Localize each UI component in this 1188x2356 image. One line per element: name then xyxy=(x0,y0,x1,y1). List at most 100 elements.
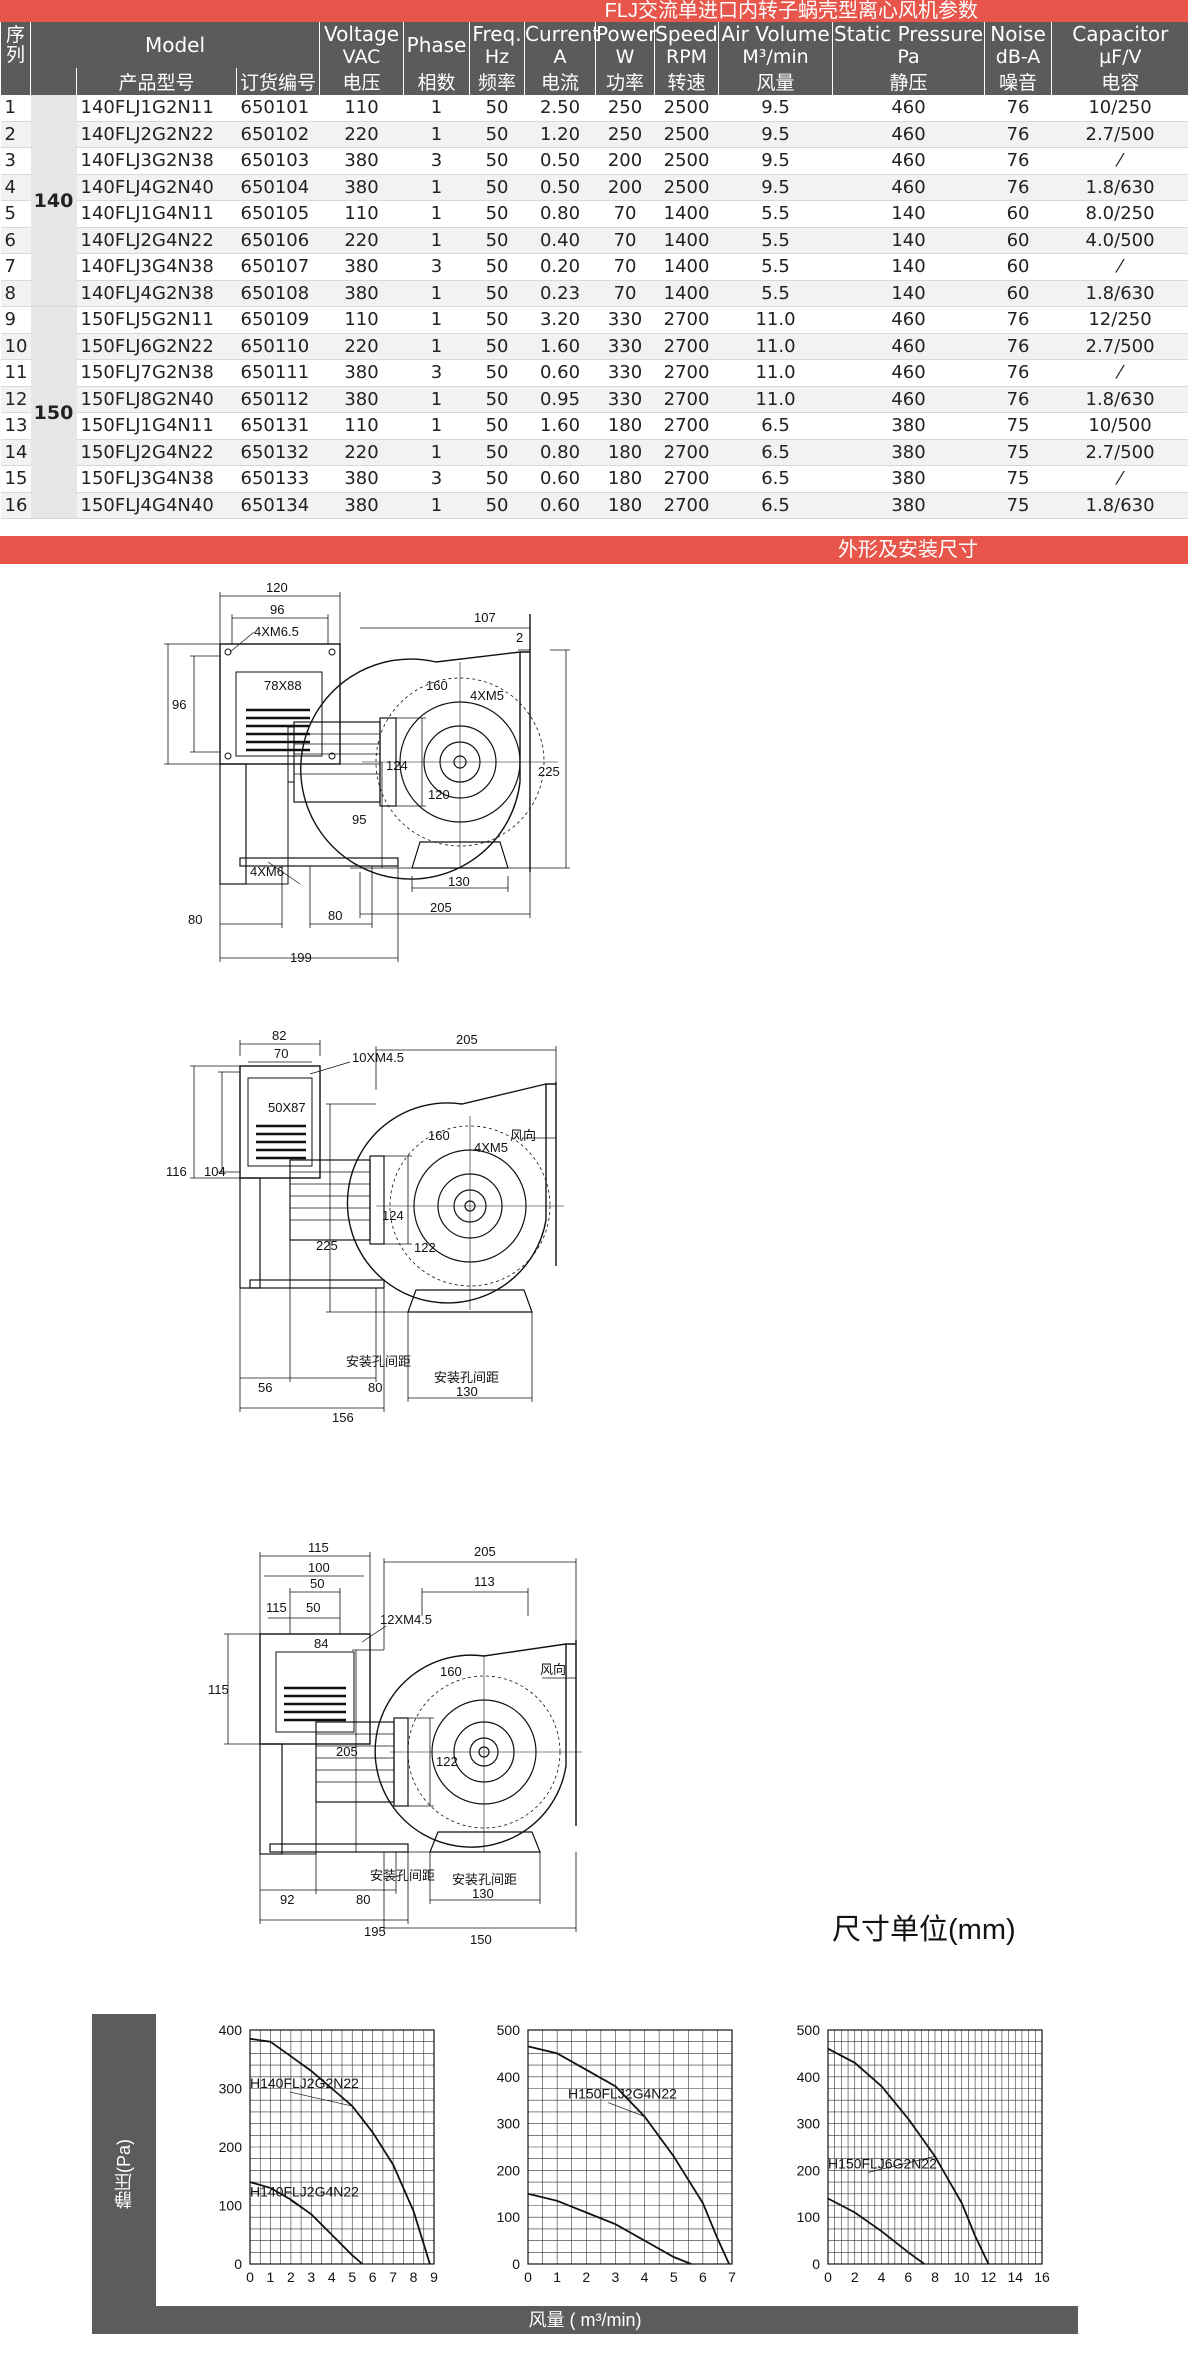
unit-note: 尺寸单位(mm) xyxy=(832,1914,1016,1946)
table-cell: 1 xyxy=(403,306,470,334)
dim-label: 160 xyxy=(426,678,448,693)
table-cell: 5.5 xyxy=(718,253,833,281)
table-cell: 650107 xyxy=(236,253,320,281)
table-cell: 1 xyxy=(403,174,470,201)
table-cell: 1 xyxy=(403,95,470,122)
table-cell: 9.5 xyxy=(718,95,833,122)
col-header-en: Noise xyxy=(984,22,1052,46)
table-cell: 140 xyxy=(832,253,985,281)
front-view-1 xyxy=(300,614,570,918)
table-cell: 2500 xyxy=(654,95,719,122)
table-cell: 1.8/630 xyxy=(1051,492,1188,519)
y-tick-label: 100 xyxy=(797,2209,821,2225)
table-cell: 75 xyxy=(984,412,1052,440)
dim-label: 122 xyxy=(414,1240,436,1255)
table-cell: 110 xyxy=(319,412,404,440)
table-cell: 2500 xyxy=(654,121,719,148)
table-cell: 70 xyxy=(595,280,655,307)
table-cell: 11.0 xyxy=(718,359,833,387)
table-cell: 650131 xyxy=(236,412,320,440)
dim-label: 80 xyxy=(356,1892,370,1907)
table-cell: 11.0 xyxy=(718,386,833,413)
dim-label: 2 xyxy=(516,630,523,645)
table-cell: 2500 xyxy=(654,147,719,175)
table-cell: 1 xyxy=(403,280,470,307)
table-cell: 220 xyxy=(319,121,404,148)
table-cell: 76 xyxy=(984,386,1052,413)
table-cell: 50 xyxy=(469,253,525,281)
table-cell: 75 xyxy=(984,465,1052,493)
table-cell: 650111 xyxy=(236,359,320,387)
table-cell: 2.7/500 xyxy=(1051,333,1188,360)
x-tick-label: 4 xyxy=(641,2269,649,2285)
table-cell: 2700 xyxy=(654,306,719,334)
table-cell: 380 xyxy=(319,147,404,175)
table-cell: 460 xyxy=(832,174,985,201)
y-tick-label: 100 xyxy=(497,2209,521,2225)
section-banner: 外形及安装尺寸 xyxy=(0,536,1188,564)
col-header-unit: A xyxy=(524,46,596,68)
table-cell: 650103 xyxy=(236,147,320,175)
table-cell: 9.5 xyxy=(718,121,833,148)
table-cell: 3 xyxy=(403,253,470,281)
section-title: 外形及安装尺寸 xyxy=(838,539,978,561)
table-cell: 76 xyxy=(984,306,1052,334)
y-tick-label: 400 xyxy=(797,2069,821,2085)
table-cell: 1.8/630 xyxy=(1051,174,1188,201)
table-cell: 76 xyxy=(984,174,1052,201)
series-line xyxy=(827,2197,925,2265)
table-cell: 75 xyxy=(984,439,1052,466)
table-cell: 220 xyxy=(319,227,404,254)
table-cell: 9 xyxy=(0,306,31,334)
dim-label: 160 xyxy=(440,1664,462,1679)
col-header-en: Freq. xyxy=(469,22,525,46)
table-cell: 200 xyxy=(595,147,655,175)
table-cell: 0.60 xyxy=(524,359,596,387)
dim-label: 安装孔间距 xyxy=(370,1868,435,1883)
table-cell: 2700 xyxy=(654,439,719,466)
dim-label: 安装孔间距 xyxy=(452,1872,517,1887)
table-cell: 460 xyxy=(832,306,985,334)
col-header-unit: dB-A xyxy=(984,46,1052,68)
dim-label: 199 xyxy=(290,950,312,965)
table-cell: 76 xyxy=(984,359,1052,387)
col-header-cn: 相数 xyxy=(403,68,470,95)
table-cell: 150FLJ8G2N40 xyxy=(76,386,237,413)
table-cell: 76 xyxy=(984,121,1052,148)
dim-label: 风向 xyxy=(510,1128,536,1143)
dim-label: 80 xyxy=(368,1380,382,1395)
col-header-en: Static Pressure xyxy=(832,22,985,46)
table-cell: 1.60 xyxy=(524,333,596,360)
dim-label: 130 xyxy=(456,1384,478,1399)
col-header-unit: µF/V xyxy=(1051,46,1188,68)
side-view-2 xyxy=(190,1040,412,1412)
table-cell: 6.5 xyxy=(718,492,833,519)
table-cell: 650133 xyxy=(236,465,320,493)
dim-label: 122 xyxy=(436,1754,458,1769)
table-cell: 380 xyxy=(319,465,404,493)
table-cell: 3 xyxy=(403,465,470,493)
col-header-unit: RPM xyxy=(654,46,719,68)
table-cell: 11 xyxy=(0,359,31,387)
table-cell: 9.5 xyxy=(718,174,833,201)
group-label: 150 xyxy=(30,306,77,519)
table-cell: 220 xyxy=(319,439,404,466)
table-cell: 330 xyxy=(595,386,655,413)
dim-label: 160 xyxy=(428,1128,450,1143)
dim-label: 12XM4.5 xyxy=(380,1612,432,1627)
dim-label: 4XM5 xyxy=(474,1140,508,1155)
front-view-2 xyxy=(326,1046,564,1402)
table-cell: ⁄ xyxy=(1051,359,1188,387)
dim-label: 225 xyxy=(316,1238,338,1253)
dim-label: 124 xyxy=(386,758,408,773)
dim-label: 195 xyxy=(364,1924,386,1939)
table-cell: 180 xyxy=(595,465,655,493)
table-cell: 140FLJ2G2N22 xyxy=(76,121,237,148)
order-cn-header: 订货编号 xyxy=(235,68,320,95)
table-cell: 76 xyxy=(984,95,1052,122)
dim-label: 50 xyxy=(306,1600,320,1615)
